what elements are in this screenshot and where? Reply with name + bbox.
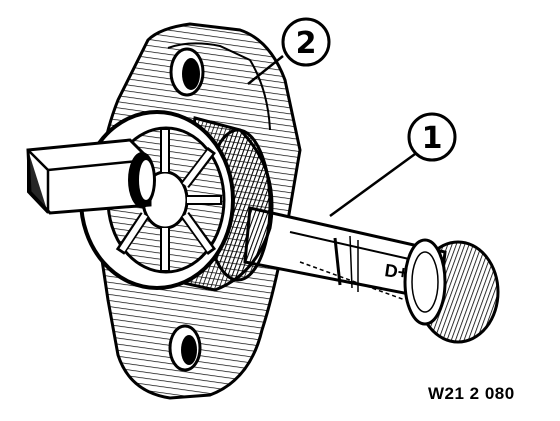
callout-1-label: 1	[422, 121, 443, 156]
callout-2-label: 2	[296, 26, 317, 61]
callout-2-leader	[247, 55, 284, 85]
reference-code: W21 2 080	[428, 384, 515, 403]
callout-1: 1	[329, 112, 457, 218]
adjuster-knob	[403, 238, 500, 344]
callout-2: 2	[247, 17, 331, 85]
callout-1-leader	[329, 152, 416, 218]
square-drive	[26, 138, 156, 215]
